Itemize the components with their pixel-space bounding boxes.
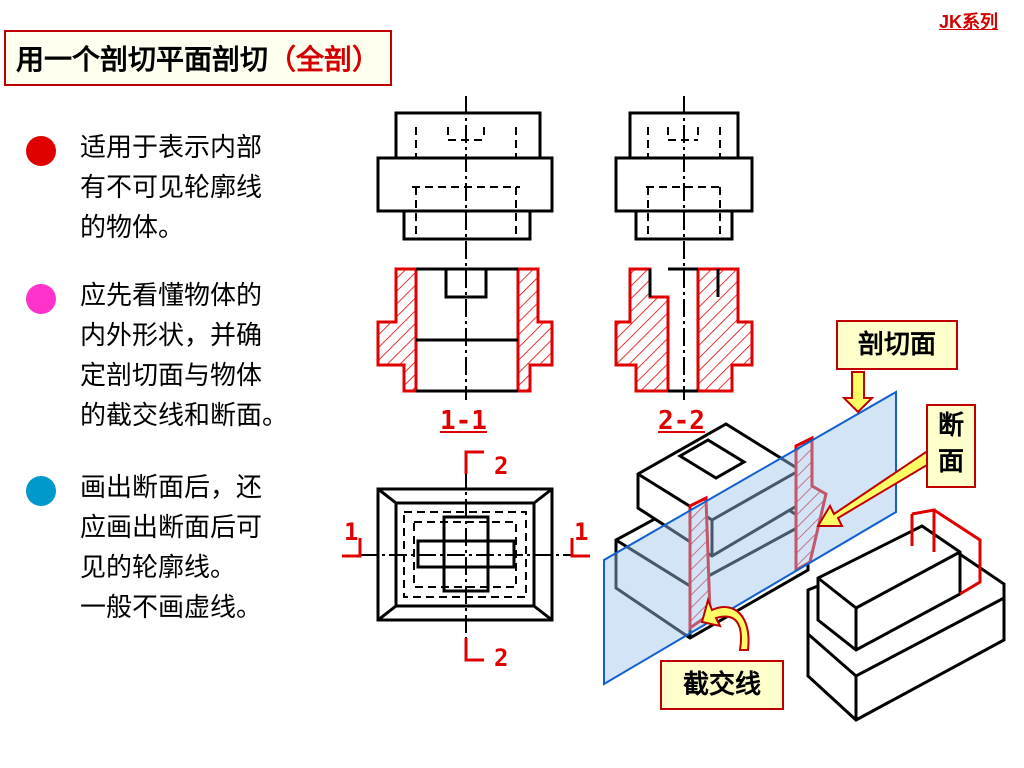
bullet-1-text: 适用于表示内部 有不可见轮廓线 的物体。: [80, 133, 263, 243]
title-main: 用一个剖切平面剖切: [16, 43, 269, 76]
page-title: 用一个剖切平面剖切 （全剖）: [4, 30, 393, 86]
bullet-1: 适用于表示内部 有不可见轮廓线 的物体。: [26, 128, 262, 248]
section-label-1-1: 1-1: [440, 406, 487, 436]
callout-cutting-plane: 剖切面: [836, 320, 958, 370]
section-view-2-2: [614, 267, 754, 393]
cut-mark-bottom: 2: [494, 644, 509, 672]
bullet-3: 画出断面后，还 应画出断面后可 见的轮廓线。 一般不画虚线。: [26, 468, 262, 628]
callout-intersection-line: 截交线: [660, 660, 784, 710]
bullet-2: 应先看懂物体的 内外形状，并确 定剖切面与物体 的截交线和断面。: [26, 276, 288, 436]
cut-mark-left: 1: [344, 518, 359, 546]
bullet-3-text: 画出断面后，还 应画出断面后可 见的轮廓线。 一般不画虚线。: [80, 473, 263, 623]
cut-mark-right: 1: [574, 518, 589, 546]
series-tag: JK系列: [938, 12, 998, 32]
bullet-dot-red: [26, 136, 56, 166]
section-view-1-1: [376, 267, 554, 393]
bullet-dot-pink: [26, 284, 56, 314]
callout-arrows: [700, 371, 934, 651]
cut-marks: [342, 450, 590, 662]
bullet-dot-blue: [26, 476, 56, 506]
cut-mark-top: 2: [494, 452, 509, 480]
isometric-half-object: [806, 508, 1006, 722]
bullet-2-text: 应先看懂物体的 内外形状，并确 定剖切面与物体 的截交线和断面。: [80, 281, 289, 431]
callout-section: 断 面: [926, 404, 976, 488]
center-lines: [360, 96, 685, 640]
section-label-2-2: 2-2: [658, 406, 705, 436]
isometric-section-view: [603, 390, 897, 686]
title-paren: （全剖）: [268, 43, 381, 76]
